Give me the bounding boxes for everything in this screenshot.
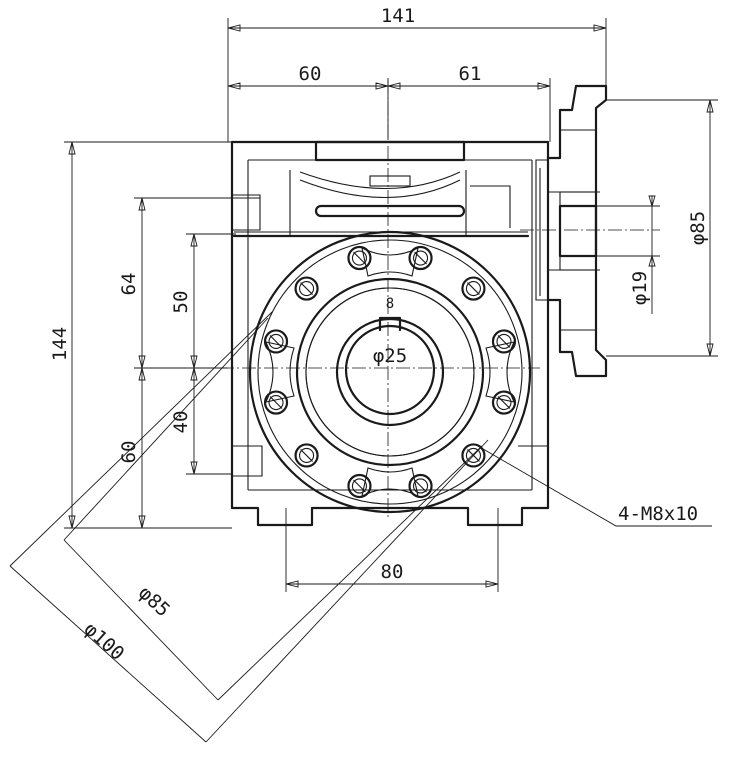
bolt-hole [263, 390, 289, 415]
bolt-hole [491, 329, 517, 354]
dim-bore-dia: φ25 [373, 345, 407, 367]
dim-pcd-outer: φ100 [80, 618, 129, 665]
dim-center-upper: 50 [170, 291, 192, 314]
bolt-hole [408, 245, 433, 271]
dim-lower-height: 60 [118, 441, 140, 464]
thread-callout: 4-M8x10 [618, 503, 698, 525]
input-flange [535, 84, 608, 378]
dim-key-width: 8 [386, 296, 394, 312]
dim-upper-height: 64 [118, 273, 140, 296]
bolt-hole [347, 245, 372, 271]
dim-base-width: 80 [381, 561, 404, 583]
dim-flange-dia: φ85 [687, 211, 709, 245]
dim-left-half: 60 [299, 63, 322, 85]
bolt-hole [294, 276, 319, 301]
dim-pcd-inner: φ85 [134, 582, 174, 622]
bolt-hole [294, 443, 319, 468]
dim-input-shaft-dia: φ19 [629, 271, 651, 305]
dimension-labels: 141 60 61 144 64 60 50 40 80 φ85 φ19 φ25… [49, 5, 709, 665]
dim-center-lower: 40 [170, 411, 192, 434]
dim-height: 144 [49, 327, 71, 361]
dim-overall-width: 141 [381, 5, 415, 27]
bolt-hole [408, 473, 433, 499]
output-flange [248, 230, 532, 514]
bolt-hole [461, 276, 486, 301]
dim-right-half: 61 [459, 63, 482, 85]
bolt-holes [263, 245, 517, 499]
housing [230, 140, 550, 527]
dimension-lines [9, 18, 718, 743]
bolt-hole [263, 329, 289, 354]
bolt-hole [491, 390, 517, 415]
bolt-hole [347, 473, 372, 499]
bolt-hole [461, 443, 486, 468]
